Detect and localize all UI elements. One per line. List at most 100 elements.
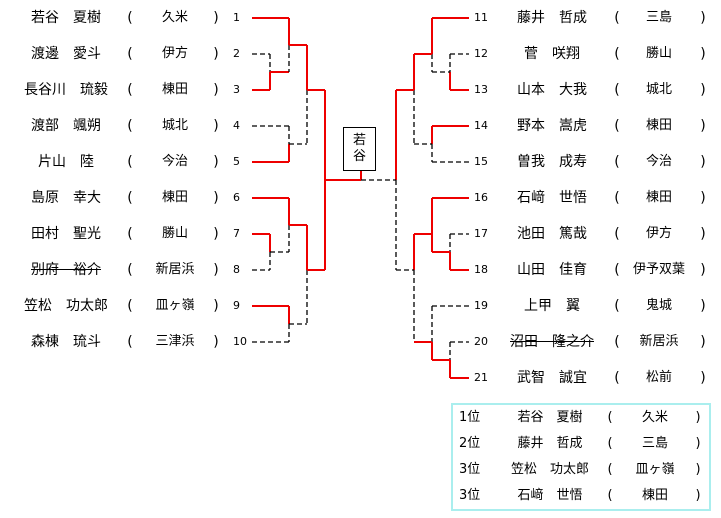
paren-close: ) <box>700 46 706 62</box>
paren-open: ( <box>127 334 133 350</box>
paren-close: ) <box>700 118 706 134</box>
player-number: 19 <box>474 299 488 312</box>
player-number: 8 <box>233 263 240 276</box>
player-number: 2 <box>233 47 240 60</box>
player-row: 渡邊 愛斗 ( 伊方) 2 <box>0 44 721 64</box>
player-number: 21 <box>474 371 488 384</box>
player-row: 島原 幸大 ( 棟田) 6 <box>0 188 721 208</box>
player-school: 伊方 <box>161 46 188 61</box>
result-school: 皿ヶ嶺 <box>635 462 675 477</box>
player-name: 渡邊 愛斗 <box>31 46 101 62</box>
paren-close: ) <box>700 262 706 278</box>
result-row: 3位 石﨑 世悟 ( 棟田 ) <box>453 486 709 506</box>
player-number: 6 <box>233 191 240 204</box>
paren-close: ) <box>700 334 706 350</box>
player-number: 7 <box>233 227 240 240</box>
player-number: 4 <box>233 119 240 132</box>
player-row: 曽我 成寿(今治)15 <box>0 152 721 172</box>
player-name: 武智 誠宜 <box>517 370 587 386</box>
result-rank: 2位 <box>459 436 481 451</box>
player-school: 伊方 <box>645 226 672 241</box>
paren-open: ( <box>607 410 613 425</box>
paren-close: ) <box>695 410 701 425</box>
player-number: 12 <box>474 47 488 60</box>
player-row: 渡部 颯朔(城北)4 <box>0 116 721 136</box>
paren-close: ) <box>213 262 219 278</box>
paren-close: ) <box>213 46 219 62</box>
player-school: 今治 <box>645 154 672 169</box>
player-name: 曽我 成寿 <box>517 154 587 170</box>
result-rank: 3位 <box>459 488 481 503</box>
paren-open: ( <box>614 82 620 98</box>
paren-close: ) <box>700 154 706 170</box>
player-row: 別府 裕介 ( 新居浜) 8 <box>0 260 721 280</box>
result-row: 1位 若谷 夏樹 ( 久米 ) <box>453 408 709 428</box>
paren-close: ) <box>695 462 701 477</box>
player-name: 山本 大我 <box>517 82 587 98</box>
player-name: 田村 聖光 <box>31 226 101 242</box>
player-school: 三津浜 <box>155 334 195 349</box>
player-number: 17 <box>474 227 488 240</box>
player-name: 池田 篤哉 <box>517 226 587 242</box>
paren-open: ( <box>607 462 613 477</box>
player-school: 棟田 <box>161 190 188 205</box>
paren-open: ( <box>127 10 133 26</box>
result-name: 藤井 哲成 <box>517 436 583 451</box>
player-school: 新居浜 <box>155 262 195 277</box>
paren-open: ( <box>127 190 133 206</box>
player-name: 山田 佳育 <box>517 262 587 278</box>
paren-open: ( <box>127 46 133 62</box>
paren-close: ) <box>213 226 219 242</box>
paren-open: ( <box>127 154 133 170</box>
player-number: 13 <box>474 83 488 96</box>
paren-open: ( <box>614 118 620 134</box>
result-name: 若谷 夏樹 <box>517 410 583 425</box>
player-row: 野本 嵩虎(棟田)14 <box>0 116 721 136</box>
player-row: 田村 聖光(勝山)7 <box>0 224 721 244</box>
paren-open: ( <box>614 190 620 206</box>
result-name: 石﨑 世悟 <box>517 488 583 503</box>
player-name: 別府 裕介 <box>31 262 101 278</box>
player-number: 1 <box>233 11 240 24</box>
player-number: 11 <box>474 11 488 24</box>
player-number: 3 <box>233 83 240 96</box>
paren-close: ) <box>213 298 219 314</box>
champion-label-char: 若 <box>352 133 366 148</box>
paren-open: ( <box>614 10 620 26</box>
player-name: 長谷川 琉毅 <box>24 82 108 98</box>
player-name: 片山 陸 <box>38 154 94 170</box>
player-number: 18 <box>474 263 488 276</box>
player-row: 上甲 翼(鬼城)19 <box>0 296 721 316</box>
player-school: 今治 <box>161 154 188 169</box>
paren-open: ( <box>127 298 133 314</box>
player-name: 笠松 功太郎 <box>24 298 108 314</box>
paren-open: ( <box>614 262 620 278</box>
player-school: 新居浜 <box>639 334 679 349</box>
player-number: 9 <box>233 299 240 312</box>
results-box: 1位 若谷 夏樹 ( 久米 ) 2位 藤井 哲成 ( 三島 ) 3位 笠松 功太… <box>451 403 711 511</box>
player-name: 石﨑 世悟 <box>517 190 587 206</box>
player-name: 藤井 哲成 <box>517 10 587 26</box>
player-name: 若谷 夏樹 <box>31 10 101 26</box>
player-school: 伊予双葉 <box>632 262 685 277</box>
player-school: 皿ヶ嶺 <box>155 298 195 313</box>
player-school: 棟田 <box>645 190 672 205</box>
paren-close: ) <box>213 82 219 98</box>
paren-open: ( <box>614 46 620 62</box>
player-school: 三島 <box>645 10 672 25</box>
paren-close: ) <box>213 190 219 206</box>
player-row: 沼田 隆之介(新居浜)20 <box>0 332 721 352</box>
player-number: 5 <box>233 155 240 168</box>
result-rank: 1位 <box>459 410 481 425</box>
paren-open: ( <box>127 118 133 134</box>
player-row: 石﨑 世悟(棟田)16 <box>0 188 721 208</box>
player-school: 棟田 <box>161 82 188 97</box>
player-name: 菅 咲翔 <box>524 46 580 62</box>
paren-close: ) <box>213 118 219 134</box>
paren-open: ( <box>614 226 620 242</box>
paren-close: ) <box>700 226 706 242</box>
player-row: 池田 篤哉 ( 伊方) 17 <box>0 224 721 244</box>
player-name: 島原 幸大 <box>31 190 101 206</box>
paren-close: ) <box>700 10 706 26</box>
